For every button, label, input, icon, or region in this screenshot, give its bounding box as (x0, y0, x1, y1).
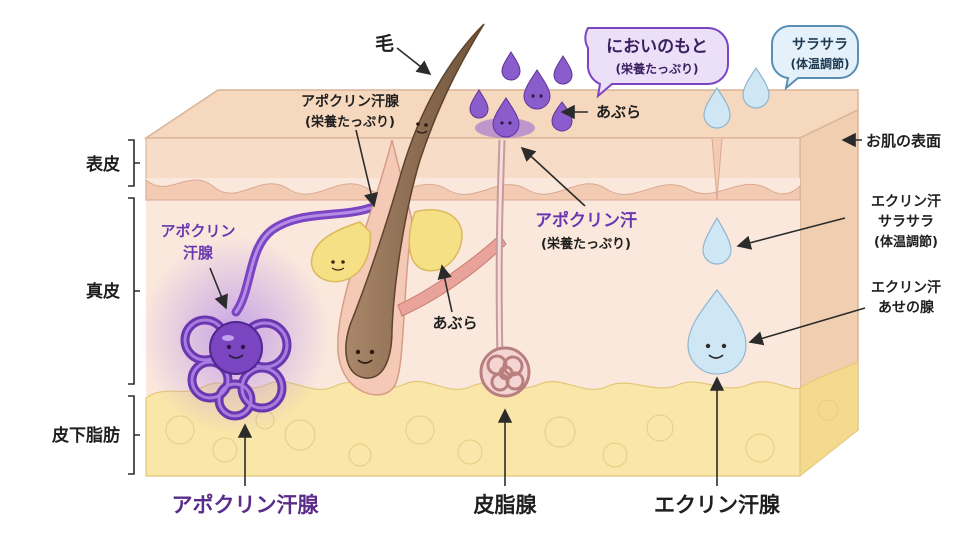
label-epidermis: 表皮 (86, 154, 120, 175)
sebaceous-glands (310, 209, 463, 283)
label-apocrine-left-1: アポクリン (160, 222, 235, 240)
apocrine-duct-center (475, 118, 535, 398)
label-subcutaneous: 皮下脂肪 (52, 425, 120, 446)
odor-bubble-sub: (栄養たっぷり) (616, 61, 699, 76)
fat-side (799, 361, 859, 478)
label-bottom-apocrine: アポクリン汗腺 (172, 493, 320, 517)
label-eccrine-gland-2: あせの腺 (878, 299, 935, 316)
label-apocrine-top-1: アポクリン汗腺 (301, 93, 400, 110)
label-eccrine-sweat-2: サラサラ (878, 214, 934, 230)
odor-bubble-title: においのもと (606, 37, 708, 57)
leader-arrows (209, 47, 866, 486)
label-oil-mid: あぶら (432, 314, 477, 332)
eccrine-drops (687, 66, 770, 375)
eccrine-face (705, 343, 727, 359)
label-apocrine-top-2: (栄養たっぷり) (305, 114, 395, 130)
eccrine-gland-drop (687, 289, 747, 375)
label-apocrine-left-2: 汗腺 (183, 244, 214, 262)
label-dermis: 真皮 (86, 281, 120, 302)
label-eccrine-gland-1: エクリン汗 (871, 279, 941, 296)
label-apocrine-sweat-sub: (栄養たっぷり) (541, 236, 631, 252)
apocrine-gland-face (209, 321, 263, 375)
label-skin-surface: お肌の表面 (866, 132, 941, 150)
label-bottom-sebaceous: 皮脂腺 (474, 493, 538, 517)
hair-shaft (345, 23, 485, 379)
smooth-bubble (770, 25, 859, 91)
label-eccrine-sweat-1: エクリン汗 (871, 193, 941, 210)
layer-brackets (128, 139, 140, 475)
label-oil-top: あぶら (596, 103, 641, 121)
arrector-muscle (397, 234, 507, 317)
label-apocrine-sweat: アポクリン汗 (535, 210, 637, 231)
label-bottom-eccrine: エクリン汗腺 (654, 493, 781, 517)
smooth-bubble-title: サラサラ (792, 37, 848, 53)
epidermis-wave (145, 178, 801, 201)
odor-drop-faces (500, 94, 543, 125)
odor-bubble (584, 27, 729, 99)
label-eccrine-sweat-3: (体温調節) (874, 234, 938, 250)
smooth-bubble-sub: (体温調節) (791, 56, 850, 71)
label-hair: 毛 (375, 33, 394, 55)
labels: 毛 においのもと (栄養たっぷり) サラサラ (体温調節) アポクリン汗腺 (栄… (52, 33, 941, 517)
apocrine-gland-left (140, 203, 375, 435)
eccrine-drop-mid (702, 216, 732, 265)
sebaceous-coil (479, 346, 531, 398)
hair-follicle (337, 23, 485, 396)
eccrine-pore (711, 137, 723, 201)
